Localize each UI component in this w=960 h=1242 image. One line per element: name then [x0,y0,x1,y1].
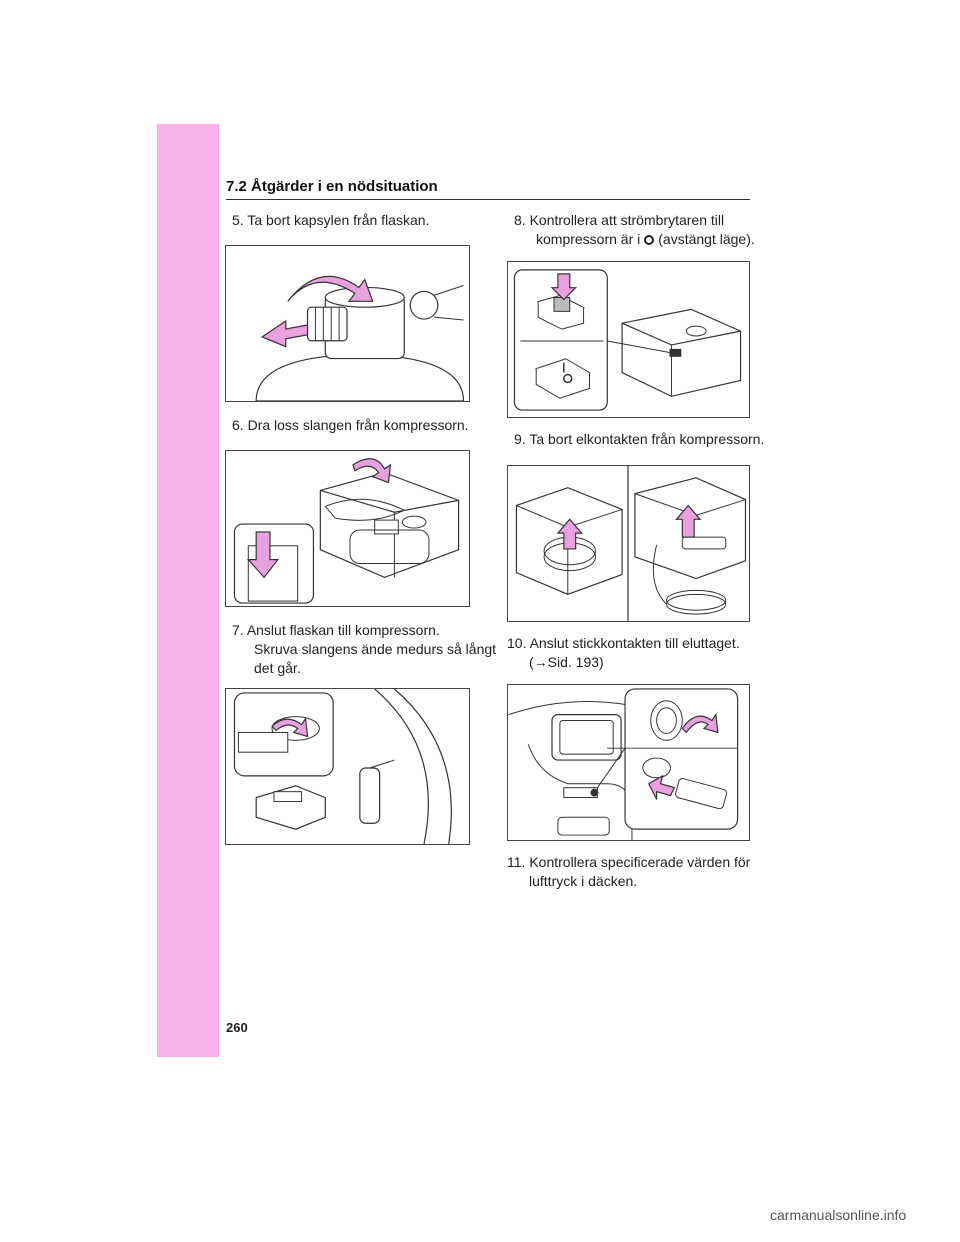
step-number: 9. [514,431,526,447]
figure-detach-hose [225,450,470,607]
figure-switch-off [507,261,750,418]
step-8: 8. Kontrollera att strömbrytaren till ko… [514,211,755,249]
step-7: 7. Anslut flaskan till kompressorn. Skru… [232,621,496,678]
step-5: 5. Ta bort kapsylen från flaskan. [232,211,429,230]
ring-icon [644,235,655,245]
chapter-side-band [157,124,219,1057]
step-subtext: lufttryck i däcken. [529,873,638,889]
step-subtext: Skruva slangens ände medurs så långt [254,641,497,657]
unplug-illustration [515,466,747,621]
remove-cap-illustration [255,275,465,401]
figure-remove-cap [225,245,470,402]
step-reference: (→Sid. 193) [529,654,604,670]
step-text: Kontrollera att strömbrytaren till [529,212,725,228]
step-subtext: det går. [254,660,301,676]
page-number: 260 [226,1020,248,1035]
footer-watermark: carmanualsonline.info [770,1207,907,1223]
step-number: 5. [232,212,244,228]
step-number: 8. [514,212,526,228]
step-number: 11. [507,854,526,870]
figure-power-socket [507,684,750,841]
step-number: 10. [507,635,527,651]
step-number: 7. [232,622,244,638]
detach-hose-illustration [233,458,460,604]
section-divider [226,199,750,200]
step-11: 11. Kontrollera specificerade värden för… [507,853,750,891]
step-text: Anslut stickkontakten till eluttaget. [529,635,740,651]
step-number: 6. [232,417,244,433]
switch-off-illustration [513,269,742,411]
section-title: 7.2 Åtgärder i en nödsituation [226,178,438,195]
figure-connect-bottle [225,688,470,845]
step-text: Dra loss slangen från kompressorn. [247,417,469,433]
step-text: Ta bort elkontakten från kompressorn. [529,431,765,447]
step-9: 9. Ta bort elkontakten från kompressorn. [514,430,764,449]
step-10: 10. Anslut stickkontakten till eluttaget… [507,634,740,672]
connect-bottle-illustration [233,689,452,844]
step-text: Anslut flaskan till kompressorn. [246,622,440,638]
power-socket-illustration [508,688,739,840]
step-6: 6. Dra loss slangen från kompressorn. [232,416,469,435]
step-text: Ta bort kapsylen från flaskan. [247,212,430,228]
step-text: Kontrollera specificerade värden för [529,854,751,870]
step-subtext: kompressorn är i(avstängt läge). [536,231,755,247]
figure-unplug [507,465,750,622]
